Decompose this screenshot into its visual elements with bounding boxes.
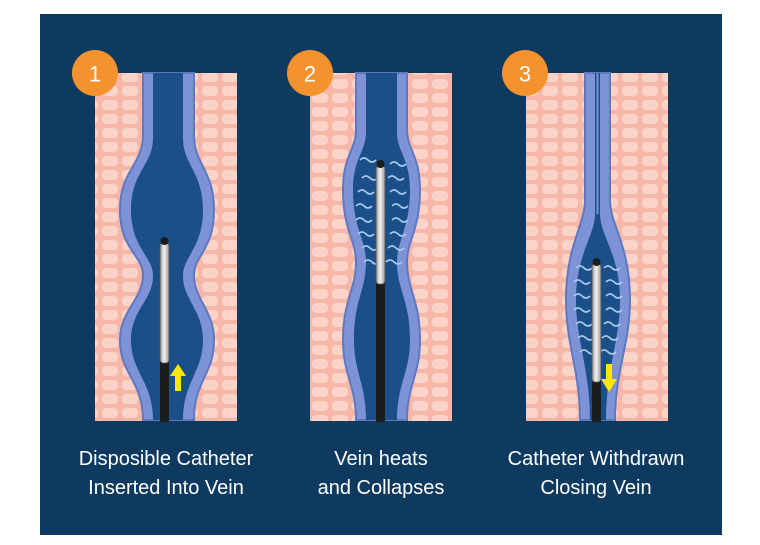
step-1-illustration <box>95 72 237 422</box>
catheter-end <box>376 160 385 168</box>
step-3-badge: 3 <box>502 50 548 96</box>
catheter-end <box>160 237 169 245</box>
catheter-tip <box>375 165 386 285</box>
step-number: 3 <box>519 62 531 87</box>
caption-line: Vein heats <box>334 448 428 470</box>
catheter-body <box>160 360 169 422</box>
numbered-circle-icon <box>502 50 548 96</box>
step-1-badge: 1 <box>72 50 118 96</box>
caption-line: Closing Vein <box>540 477 652 499</box>
step-2-badge: 2 <box>287 50 333 96</box>
caption-line: Catheter Withdrawn <box>507 448 685 470</box>
step-number: 1 <box>89 62 101 87</box>
step-3-illustration <box>526 72 668 422</box>
numbered-circle-icon <box>287 50 333 96</box>
catheter-end <box>592 258 601 266</box>
vein-lumen <box>576 73 620 420</box>
catheter-tip <box>591 263 602 383</box>
step-number: 2 <box>304 62 316 87</box>
step-2-illustration <box>310 72 452 422</box>
caption-line: Disposible Catheter <box>78 448 254 470</box>
heat-wave-icon <box>573 265 623 355</box>
catheter-body <box>376 282 385 422</box>
numbered-circle-icon <box>72 50 118 96</box>
caption-line: and Collapses <box>317 477 445 499</box>
step-1-caption: Disposible Catheter Inserted Into Vein <box>46 445 286 503</box>
up-arrow-icon <box>170 364 186 391</box>
caption-line: Inserted Into Vein <box>88 477 244 499</box>
step-2-caption: Vein heats and Collapses <box>261 445 501 503</box>
down-arrow-icon <box>601 364 617 392</box>
step-3-caption: Catheter Withdrawn Closing Vein <box>476 445 716 503</box>
catheter-tip <box>159 242 170 364</box>
catheter-body <box>592 380 601 422</box>
